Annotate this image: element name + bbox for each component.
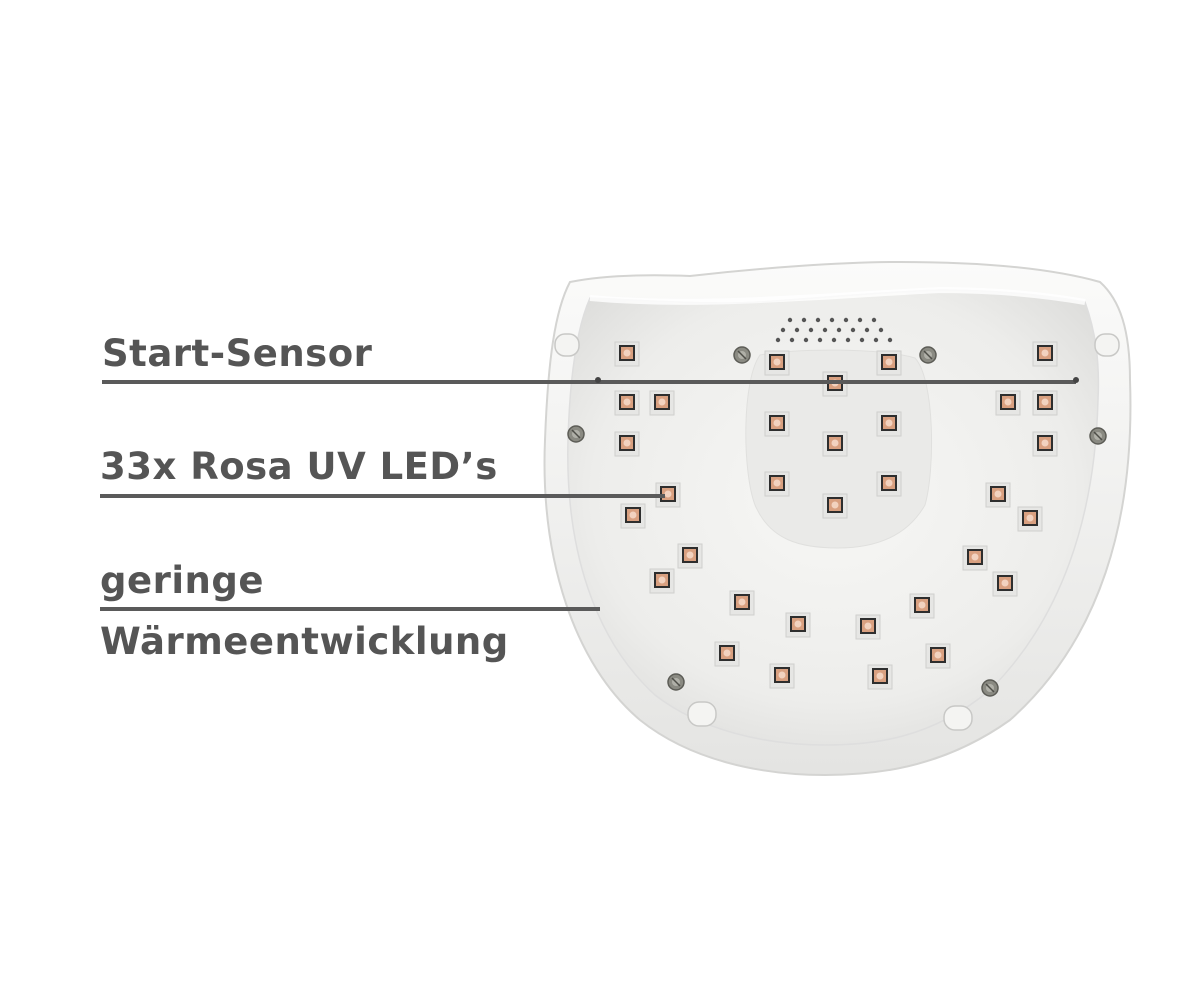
screw-head-icon <box>733 346 751 364</box>
uv-led-chip-icon <box>822 493 848 519</box>
uv-led-chip-icon <box>764 350 790 376</box>
screw-head-icon <box>1089 427 1107 445</box>
uv-led-chip-icon <box>925 643 951 669</box>
uv-led-chip-icon <box>764 471 790 497</box>
uv-led-chip-icon <box>1032 431 1058 457</box>
uv-led-chip-icon <box>620 503 646 529</box>
vent-holes-icon <box>775 317 893 343</box>
uv-led-chip-icon <box>729 590 755 616</box>
uv-led-chip-icon <box>1032 341 1058 367</box>
uv-led-chip-icon <box>992 571 1018 597</box>
leader-lines <box>100 380 1076 611</box>
uv-led-chip-icon <box>614 390 640 416</box>
rubber-feet <box>554 333 1120 731</box>
label-led-count: 33x Rosa UV LED’s <box>100 445 498 488</box>
screw-head-icon <box>919 346 937 364</box>
uv-led-chip-icon <box>649 568 675 594</box>
uv-led-chip-icon <box>649 390 675 416</box>
uv-led-chip-icon <box>677 543 703 569</box>
screw-head-icon <box>667 673 685 691</box>
uv-led-chip-icon <box>714 641 740 667</box>
start-sensor-point-icon <box>595 377 601 383</box>
uv-led-chip-icon <box>769 663 795 689</box>
uv-led-chip-icon <box>962 545 988 571</box>
uv-led-chip-icon <box>876 350 902 376</box>
label-start-sensor: Start-Sensor <box>102 332 373 375</box>
uv-led-chip-icon <box>876 471 902 497</box>
uv-led-chip-icon <box>822 431 848 457</box>
uv-led-chip-icon <box>764 411 790 437</box>
rubber-foot-icon <box>1094 333 1120 357</box>
uv-led-chip-icon <box>995 390 1021 416</box>
start-sensor-point-icon <box>1073 377 1079 383</box>
label-heat-line2: Wärmeentwicklung <box>100 620 509 663</box>
rubber-foot-icon <box>943 705 973 731</box>
uv-led-chip-icon <box>614 431 640 457</box>
rubber-foot-icon <box>554 333 580 357</box>
uv-led-chip-icon <box>1032 390 1058 416</box>
screw-heads <box>567 346 1107 697</box>
uv-led-chip-icon <box>1017 506 1043 532</box>
rubber-foot-icon <box>687 701 717 727</box>
uv-led-chip-icon <box>855 614 881 640</box>
uv-led-chip-icon <box>985 482 1011 508</box>
uv-led-chip-icon <box>614 341 640 367</box>
label-heat-line1: geringe <box>100 559 264 602</box>
uv-led-chip-icon <box>867 664 893 690</box>
screw-head-icon <box>567 425 585 443</box>
screw-head-icon <box>981 679 999 697</box>
uv-led-chip-icon <box>909 593 935 619</box>
uv-led-chip-icon <box>785 612 811 638</box>
uv-led-chip-icon <box>876 411 902 437</box>
